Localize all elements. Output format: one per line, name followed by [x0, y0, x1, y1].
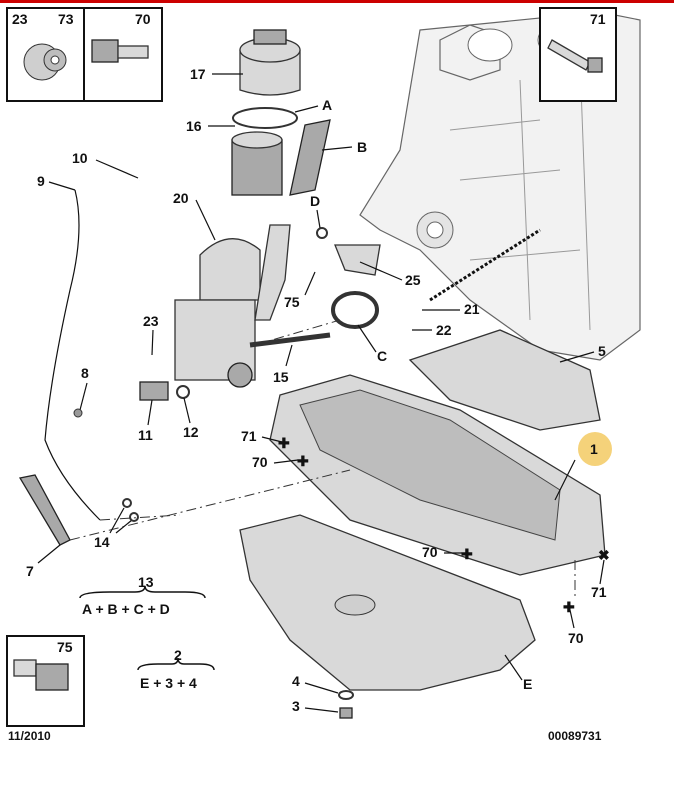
callout-23: 23 [143, 313, 159, 329]
callout-17: 17 [190, 66, 206, 82]
dipstick-9 [44, 189, 101, 521]
kit-2-formula: E + 3 + 4 [140, 675, 197, 691]
box-label-23: 23 [12, 11, 28, 27]
inset-box-23-73: 23 73 [6, 7, 85, 102]
callout-e: E [523, 676, 532, 692]
callout-3: 3 [292, 698, 300, 714]
callout-d: D [310, 193, 320, 209]
drain-plug-3 [339, 707, 353, 719]
footer-date: 11/2010 [8, 729, 51, 743]
bracket-25 [334, 244, 381, 276]
kit-2: 2 E + 3 + 4 [137, 647, 215, 691]
callout-a: A [322, 97, 332, 113]
callout-12: 12 [183, 424, 199, 440]
callout-21: 21 [464, 301, 480, 317]
callout-71-b: 71 [591, 584, 607, 600]
seal-c [331, 291, 379, 329]
svg-text:✖: ✖ [598, 547, 610, 563]
oil-filter-housing [174, 237, 261, 388]
callout-70-c: 70 [568, 630, 584, 646]
box-label-73: 73 [58, 11, 74, 27]
callout-70-a: 70 [252, 454, 268, 470]
stud-15 [249, 332, 331, 348]
oil-filter-element [231, 131, 283, 196]
callout-1: 1 [590, 441, 598, 457]
callout-5: 5 [598, 343, 606, 359]
callout-11: 11 [138, 427, 153, 443]
oil-level-sensor [18, 474, 71, 546]
callout-15: 15 [273, 369, 289, 385]
callout-25: 25 [405, 272, 421, 288]
callout-8: 8 [81, 365, 89, 381]
callout-9: 9 [37, 173, 45, 189]
callout-10: 10 [72, 150, 88, 166]
callout-20: 20 [173, 190, 189, 206]
svg-text:✚: ✚ [297, 453, 309, 469]
oil-pipe [254, 224, 291, 321]
header-rule [0, 0, 674, 3]
highlight-circle [578, 432, 612, 466]
callout-75: 75 [284, 294, 300, 310]
hose-b [289, 119, 331, 196]
footer-ref: 00089731 [548, 729, 602, 743]
baffle-5 [408, 329, 601, 431]
seal-12 [176, 385, 190, 399]
kit-13: 13 A + B + C + D [79, 574, 206, 617]
inset-box-75: 75 [6, 635, 85, 727]
callout-71-a: 71 [241, 428, 257, 444]
callout-7: 7 [26, 563, 34, 579]
box-label-71: 71 [590, 11, 606, 27]
svg-text:✚: ✚ [461, 546, 473, 562]
seal-d [316, 227, 328, 239]
svg-text:✚: ✚ [278, 435, 290, 451]
washer-4 [338, 690, 354, 700]
callout-14: 14 [94, 534, 110, 550]
kit-13-formula: A + B + C + D [82, 601, 170, 617]
inset-box-71: 71 [539, 7, 617, 102]
callouts: 17 16 A B 10 9 20 D 25 75 21 22 [26, 66, 610, 714]
callout-b: B [357, 139, 367, 155]
callout-c: C [377, 348, 387, 364]
svg-text:✚: ✚ [563, 599, 575, 615]
box-label-70: 70 [135, 11, 151, 27]
o-ring-a [232, 107, 298, 129]
oil-pressure-switch [139, 381, 169, 401]
oil-pan-e [239, 514, 536, 691]
box-label-75: 75 [57, 639, 73, 655]
callout-16: 16 [186, 118, 202, 134]
inset-box-70: 70 [83, 7, 163, 102]
oil-filter-cap [239, 29, 301, 96]
callout-4: 4 [292, 673, 300, 689]
callout-70-b: 70 [422, 544, 438, 560]
callout-22: 22 [436, 322, 452, 338]
highlight-callout-1: 1 [554, 432, 612, 501]
kit-2-number: 2 [174, 647, 182, 663]
kit-13-number: 13 [138, 574, 154, 590]
